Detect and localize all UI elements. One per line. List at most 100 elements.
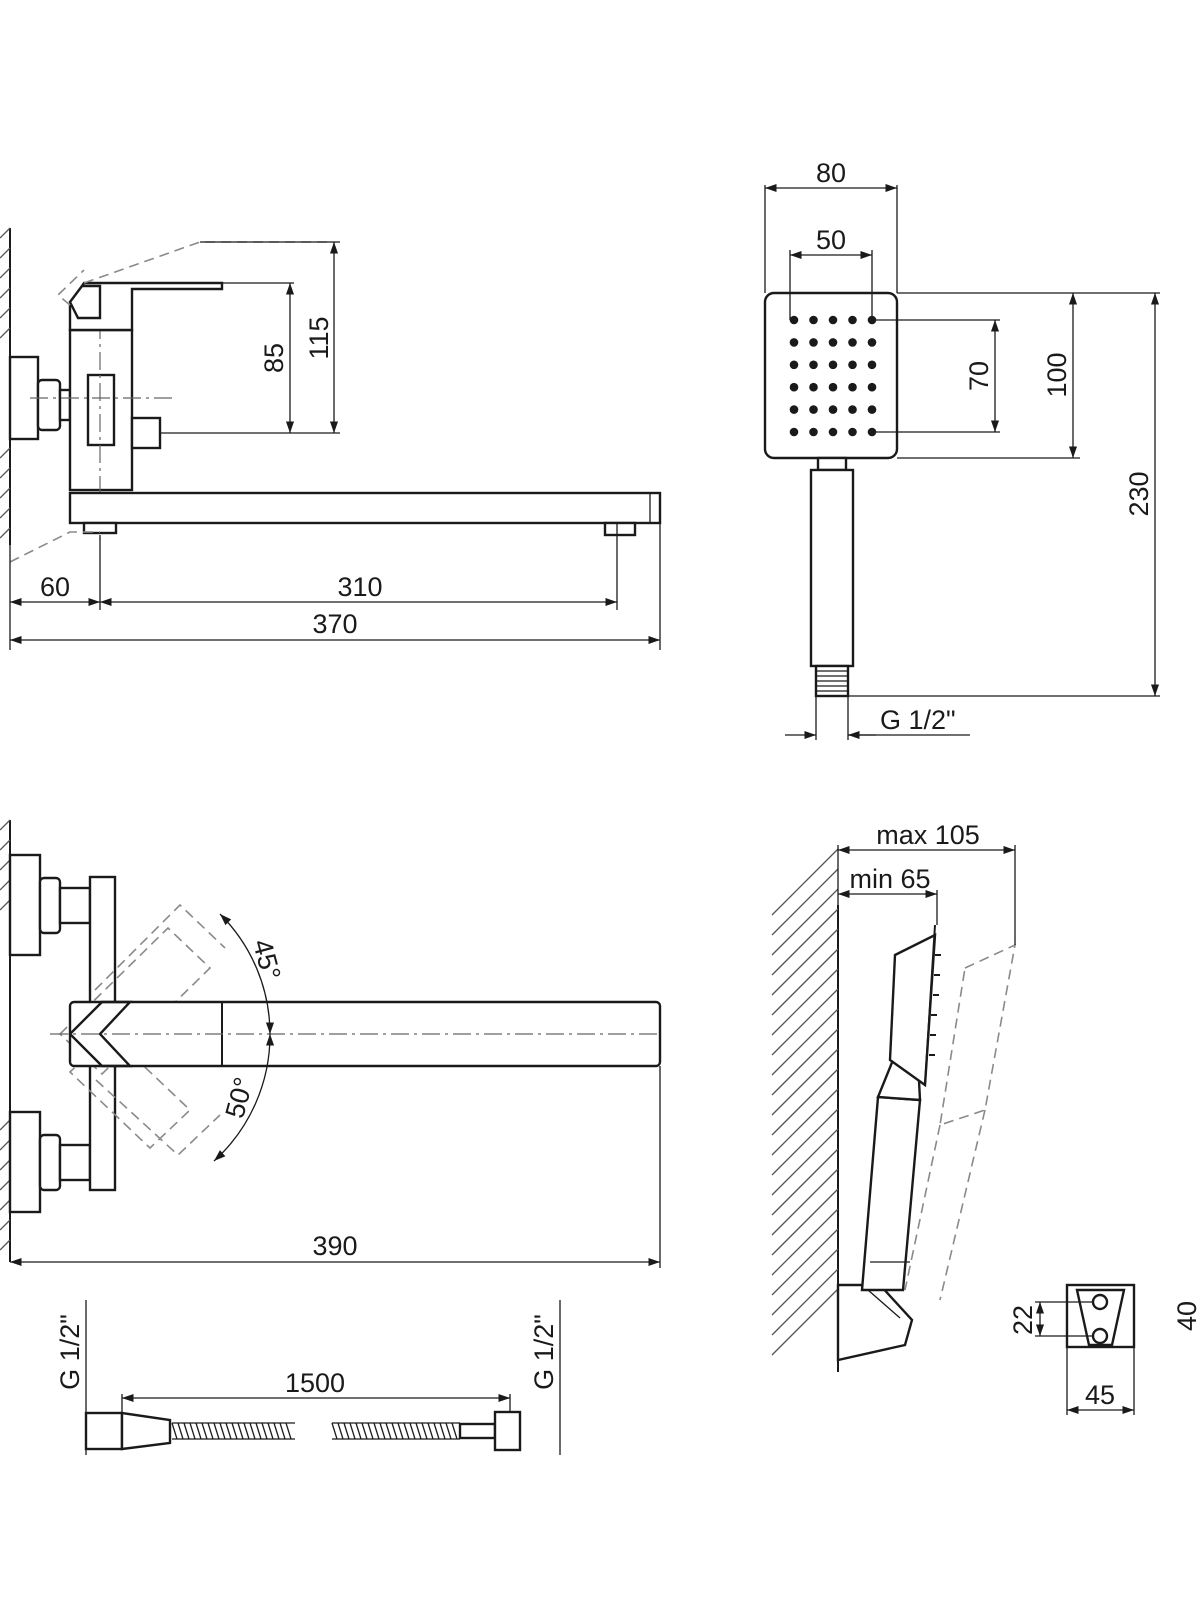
hose-winding bbox=[349, 1422, 356, 1440]
nozzle-dot bbox=[789, 405, 799, 414]
hatch-line bbox=[771, 1068, 839, 1136]
hose-winding bbox=[207, 1422, 214, 1440]
nozzle-dot bbox=[789, 382, 799, 392]
nozzle-dot bbox=[828, 360, 838, 370]
hose-winding bbox=[433, 1422, 440, 1440]
nozzle-dot bbox=[789, 315, 799, 325]
nozzle-dot bbox=[848, 360, 857, 370]
nozzle-dot bbox=[848, 338, 857, 347]
hose-winding bbox=[195, 1422, 202, 1440]
hatch-line bbox=[771, 1148, 839, 1216]
hatch-line bbox=[771, 1008, 839, 1076]
nozzle-dot bbox=[848, 382, 857, 392]
dim-100: 100 bbox=[1042, 352, 1072, 397]
dim-40: 40 bbox=[1172, 1301, 1200, 1331]
hose-winding bbox=[337, 1422, 344, 1440]
nozzle-dot bbox=[809, 315, 818, 325]
hatch-line bbox=[771, 1048, 839, 1116]
hose-winding bbox=[261, 1422, 268, 1440]
hatch-line bbox=[771, 1108, 839, 1176]
hose-winding bbox=[171, 1422, 178, 1440]
hose-winding bbox=[367, 1422, 374, 1440]
nozzle-dot bbox=[828, 338, 838, 347]
thread bbox=[816, 670, 848, 692]
hose-winding bbox=[249, 1422, 256, 1440]
nozzle-grid bbox=[789, 315, 877, 437]
hose-winding bbox=[391, 1422, 398, 1440]
hose-winding bbox=[285, 1422, 292, 1440]
nozzle-dot bbox=[789, 360, 799, 370]
hatch-line bbox=[771, 1188, 839, 1256]
hose-winding bbox=[445, 1422, 452, 1440]
dim-max-105: max 105 bbox=[876, 820, 980, 850]
dim-60: 60 bbox=[40, 572, 70, 602]
hose-winding bbox=[267, 1422, 274, 1440]
thread-label: G 1/2" bbox=[880, 705, 956, 735]
nozzle-dot bbox=[789, 338, 799, 347]
nozzle-dot bbox=[828, 405, 838, 414]
dim-115: 115 bbox=[304, 316, 334, 359]
hose-coil-right bbox=[331, 1422, 460, 1440]
nozzle-dot bbox=[789, 427, 799, 437]
dim-45: 45 bbox=[1085, 1380, 1115, 1410]
nozzle-dot bbox=[809, 360, 818, 370]
hatch-line bbox=[771, 1028, 839, 1096]
nozzle-dot bbox=[867, 360, 877, 370]
hose-winding bbox=[279, 1422, 286, 1440]
hose-winding bbox=[183, 1422, 190, 1440]
hose-winding bbox=[409, 1422, 416, 1440]
hose-winding bbox=[427, 1422, 434, 1440]
hose-winding bbox=[397, 1422, 404, 1440]
hose-winding bbox=[361, 1422, 368, 1440]
nozzle-dot bbox=[828, 427, 838, 437]
hose-winding bbox=[177, 1422, 184, 1440]
nozzle-dot bbox=[848, 405, 857, 414]
hose-winding bbox=[231, 1422, 238, 1440]
dim-230: 230 bbox=[1124, 471, 1154, 516]
hatch-line bbox=[771, 948, 839, 1016]
mixer-side-view: 85 115 60 310 370 bbox=[0, 227, 662, 650]
nozzle-dot bbox=[809, 338, 818, 347]
nozzle-dot bbox=[848, 427, 857, 437]
hose-winding bbox=[201, 1422, 208, 1440]
hatch-line bbox=[771, 888, 839, 956]
hatch-line bbox=[771, 1268, 839, 1336]
wall-hatching bbox=[0, 227, 11, 545]
hose-thread-right: G 1/2" bbox=[529, 1314, 559, 1390]
nozzle-dot bbox=[828, 382, 838, 392]
wall-hatching-lower bbox=[0, 819, 11, 1262]
mixer-top-view: 45° 50° 390 bbox=[0, 819, 662, 1268]
dim-85: 85 bbox=[259, 343, 289, 373]
dim-1500: 1500 bbox=[285, 1368, 345, 1398]
hose-winding bbox=[225, 1422, 232, 1440]
hose-coil-left bbox=[171, 1422, 295, 1440]
hatch-line bbox=[771, 1088, 839, 1156]
nozzle-ticks bbox=[929, 954, 941, 1056]
hose-winding bbox=[213, 1422, 220, 1440]
holder-side-view: max 105 min 65 bbox=[771, 820, 1017, 1372]
hose-winding bbox=[451, 1422, 458, 1440]
dim-390: 390 bbox=[312, 1231, 357, 1261]
hose-winding bbox=[343, 1422, 350, 1440]
shower-hose: 1500 G 1/2" G 1/2" bbox=[55, 1300, 561, 1455]
hatch-line bbox=[771, 1248, 839, 1316]
hose-winding bbox=[331, 1422, 338, 1440]
hatch-line bbox=[771, 848, 839, 916]
nozzle-dot bbox=[867, 338, 877, 347]
nozzle-dot bbox=[809, 382, 818, 392]
hatch-line bbox=[771, 1288, 839, 1356]
dim-22: 22 bbox=[1008, 1305, 1038, 1335]
hatch-line bbox=[771, 1128, 839, 1196]
hose-winding bbox=[373, 1422, 380, 1440]
hose-thread-left: G 1/2" bbox=[55, 1314, 85, 1390]
hatch-line bbox=[771, 1228, 839, 1296]
angle-45: 45° bbox=[247, 936, 287, 983]
nozzle-dot bbox=[867, 382, 877, 392]
dim-80: 80 bbox=[816, 158, 846, 188]
hatch-line bbox=[771, 868, 839, 936]
hose-winding bbox=[243, 1422, 250, 1440]
dim-310: 310 bbox=[337, 572, 382, 602]
hose-winding bbox=[421, 1422, 428, 1440]
wall-hatching-right bbox=[771, 848, 839, 1356]
dim-70: 70 bbox=[964, 361, 994, 391]
